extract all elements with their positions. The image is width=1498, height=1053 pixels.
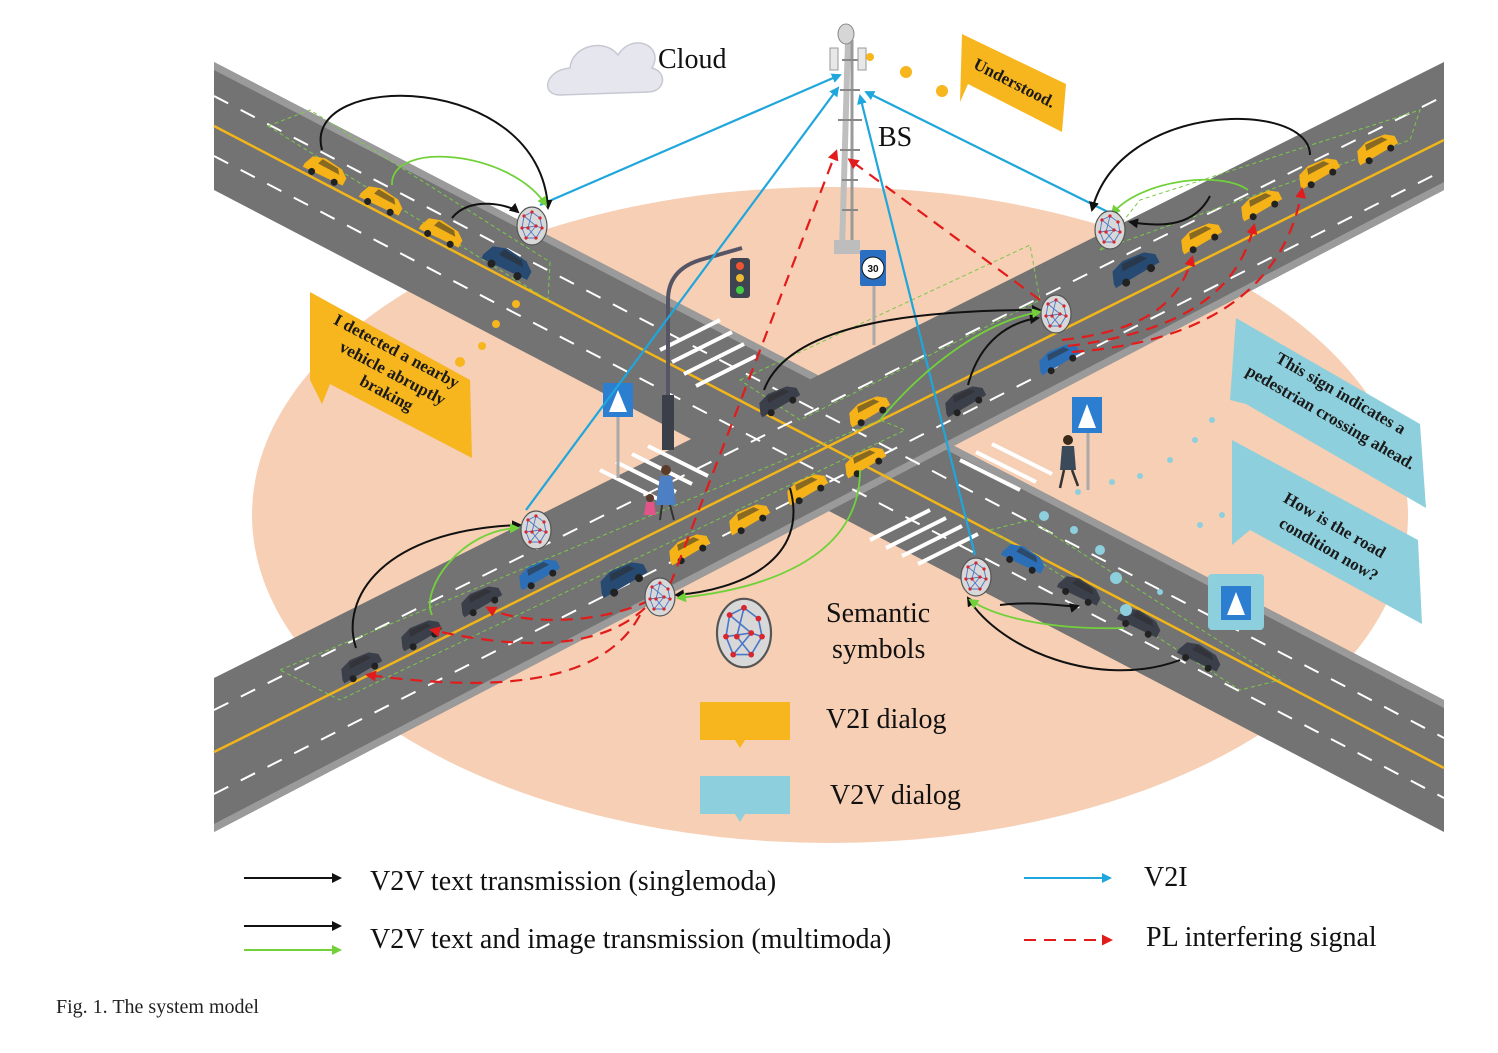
cloud-label: Cloud bbox=[658, 44, 727, 75]
v2v-bubble-road bbox=[1232, 440, 1422, 624]
v2i-bubble-understood bbox=[960, 34, 1066, 132]
legend-multi-arrows bbox=[244, 921, 342, 955]
pedestrian-crossing-sign-right bbox=[1072, 397, 1102, 490]
dialog-dots bbox=[455, 300, 1225, 616]
v2v-bubble-sign bbox=[1230, 318, 1426, 508]
pedestrian-crossing-sign-far bbox=[1208, 574, 1264, 630]
pl-interfering-arrows bbox=[365, 149, 1307, 684]
v2v-single-arrows bbox=[319, 94, 1311, 672]
v2v-multi-arrows bbox=[391, 155, 1249, 630]
v2i-bubble-detected bbox=[310, 292, 472, 458]
legend-v2v-dialog-icon bbox=[700, 776, 790, 822]
v2i-dialog-label: V2I dialog bbox=[826, 704, 947, 735]
legend-single-label: V2V text transmission (singlemoda) bbox=[370, 866, 777, 897]
speed-limit-value: 30 bbox=[867, 264, 879, 275]
bs-label: BS bbox=[878, 122, 913, 153]
semantic-symbols-label-line1: Semantic bbox=[826, 598, 931, 629]
legend-multi-label: V2V text and image transmission (multimo… bbox=[370, 924, 892, 955]
lane-markings-sw-ne bbox=[213, 95, 1445, 795]
semantic-symbols-label-line2: symbols bbox=[832, 634, 926, 665]
speed-limit-sign bbox=[860, 250, 886, 345]
v2i-arrows bbox=[525, 73, 1109, 556]
figure-caption: Fig. 1. The system model bbox=[56, 996, 259, 1018]
base-station-icon bbox=[829, 23, 948, 254]
legend-v2i-label: V2I bbox=[1144, 862, 1188, 893]
cloud-icon bbox=[546, 42, 664, 96]
legend-pl-label: PL interfering signal bbox=[1146, 922, 1377, 953]
legend-v2i-dialog-icon bbox=[700, 702, 790, 748]
pedestrian-man-icon bbox=[1058, 435, 1080, 489]
legend-semantic-symbol-icon bbox=[715, 597, 773, 669]
traffic-light-icon bbox=[662, 246, 750, 450]
v2v-dialog-label: V2V dialog bbox=[830, 780, 961, 811]
pedestrian-woman-child-icon bbox=[644, 465, 676, 521]
